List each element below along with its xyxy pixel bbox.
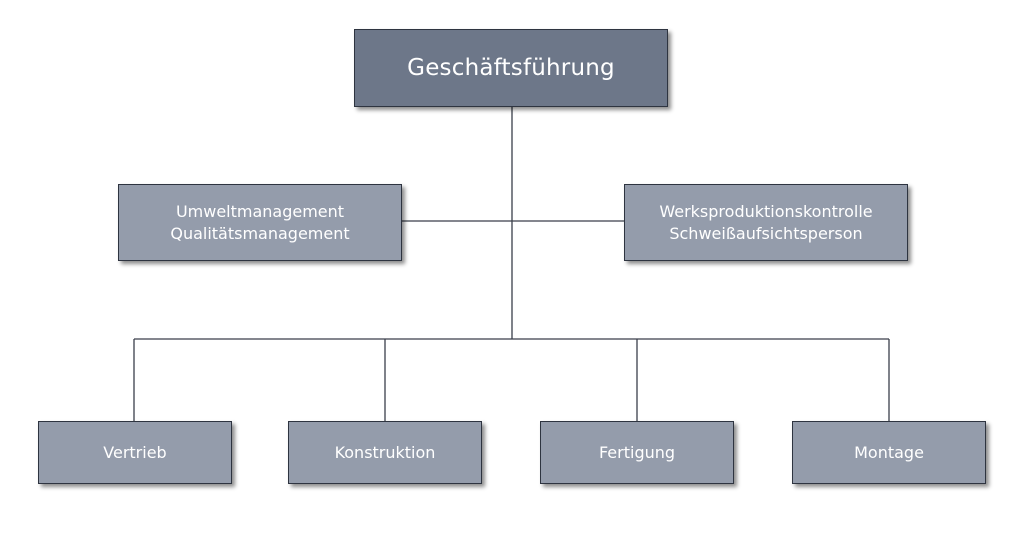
department-label: Konstruktion (334, 442, 436, 462)
staff-label-line-1: Umweltmanagement (175, 201, 345, 221)
staff-box-production-control: Werksproduktionskontrolle Schweißaufsich… (624, 184, 908, 261)
staff-label-line-1: Werksproduktionskontrolle (659, 201, 873, 221)
department-label: Vertrieb (103, 442, 167, 462)
staff-label-line-2: Qualitätsmanagement (170, 223, 350, 243)
staff-label-line-2: Schweißaufsichtsperson (669, 223, 863, 243)
department-label: Fertigung (598, 442, 676, 462)
department-box-konstruktion: Konstruktion (288, 421, 482, 484)
staff-box-quality: Umweltmanagement Qualitätsmanagement (118, 184, 402, 261)
management-box: Geschäftsführung (354, 29, 668, 107)
department-box-montage: Montage (792, 421, 986, 484)
department-label: Montage (854, 442, 924, 462)
management-label: Geschäftsführung (407, 55, 615, 81)
department-box-vertrieb: Vertrieb (38, 421, 232, 484)
department-box-fertigung: Fertigung (540, 421, 734, 484)
